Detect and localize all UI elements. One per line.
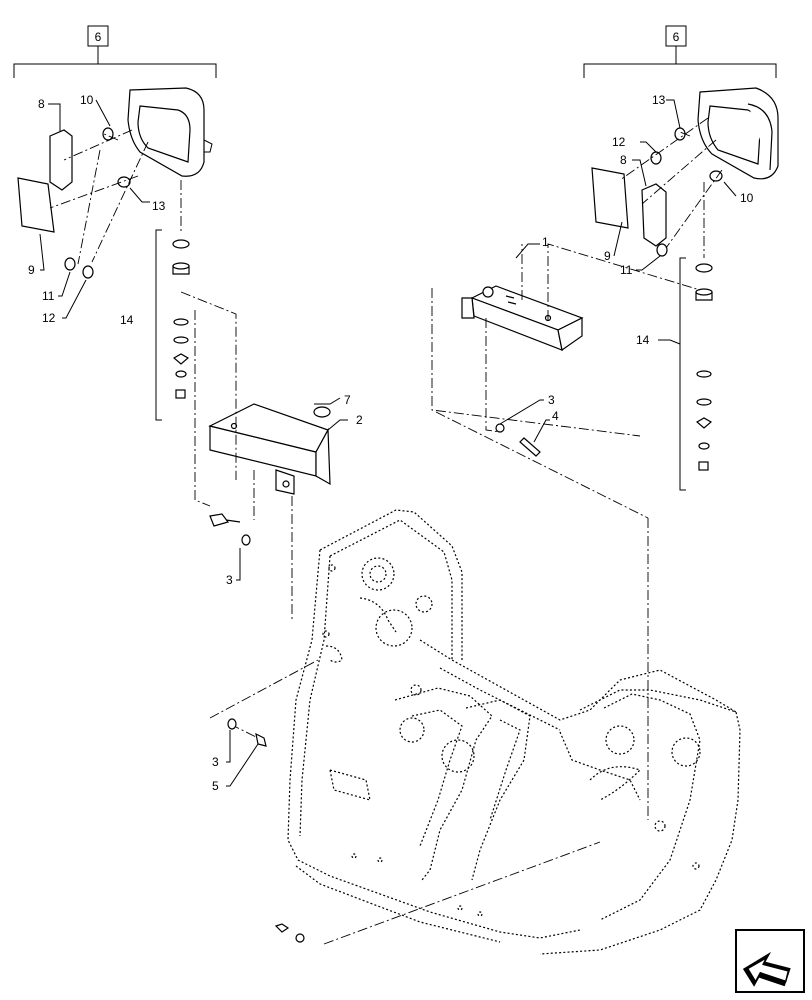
left-washer-7 — [313, 406, 331, 418]
callout-4: 4 — [552, 409, 559, 423]
loader-frame-outline — [287, 509, 741, 955]
callout-8-left: 8 — [38, 97, 45, 111]
callout-1: 1 — [542, 235, 549, 249]
right-bulb-13 — [674, 127, 686, 141]
bottom-bolt-washer — [274, 923, 305, 943]
left-bulb-11 — [64, 257, 76, 271]
callout-13-left: 13 — [152, 199, 166, 213]
callout-2: 2 — [356, 413, 363, 427]
next-page-button[interactable] — [735, 929, 805, 993]
callout-9-right: 9 — [604, 249, 611, 263]
right-work-lamp — [697, 87, 779, 180]
right-mounting-hardware — [695, 263, 713, 471]
left-screw-washer — [209, 513, 251, 546]
left-bulb-13 — [117, 176, 131, 188]
left-lens-cover — [49, 129, 73, 191]
callout-14-right: 14 — [636, 333, 650, 347]
callout-labels: 1 2 3 3 3 4 5 7 8 8 9 9 10 10 11 11 12 1… — [28, 93, 754, 793]
right-bulb-11 — [656, 243, 668, 257]
callout-8-right: 8 — [620, 153, 627, 167]
callout-7: 7 — [344, 393, 351, 407]
callout-12-left: 12 — [42, 311, 56, 325]
callout-3-lower: 3 — [212, 755, 219, 769]
left-group-label: 6 — [95, 30, 102, 44]
callout-9-left: 9 — [28, 263, 35, 277]
right-bulb-12 — [650, 151, 662, 165]
left-lower-washer-nut — [227, 718, 267, 747]
callout-14-left: 14 — [120, 313, 134, 327]
callout-13-right: 13 — [652, 93, 666, 107]
right-group-label: 6 — [673, 30, 680, 44]
callout-11-left: 11 — [42, 289, 55, 303]
right-mounting-bracket — [461, 285, 584, 352]
left-assembly: 6 — [13, 25, 348, 620]
callout-5: 5 — [212, 779, 219, 793]
right-lens-cover — [641, 183, 667, 247]
right-reflector — [591, 167, 629, 229]
left-mounting-hardware — [172, 239, 190, 399]
left-bulb-12 — [82, 265, 94, 279]
left-reflector — [17, 177, 55, 233]
left-mounting-bracket — [208, 403, 331, 495]
callout-12-right: 12 — [612, 135, 626, 149]
callout-3-right: 3 — [548, 393, 555, 407]
right-assembly: 6 — [431, 25, 779, 820]
callout-3-left: 3 — [226, 573, 233, 587]
callout-11-right: 11 — [620, 263, 633, 277]
callout-10-right: 10 — [740, 191, 754, 205]
callout-10-left: 10 — [80, 93, 94, 107]
left-work-lamp — [127, 87, 213, 177]
right-screw-washer — [495, 423, 541, 457]
